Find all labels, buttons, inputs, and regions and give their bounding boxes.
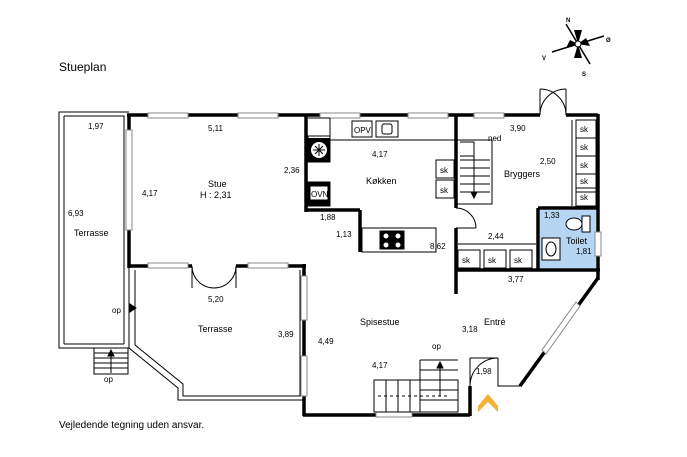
doors (129, 88, 567, 387)
entrance-arrow-icon (478, 394, 498, 412)
measure-4-17-spisestue: 4,17 (372, 361, 388, 370)
room-label-bryggers: Bryggers (504, 169, 541, 179)
measure-3-18: 3,18 (462, 325, 478, 334)
measure-8-62: 8,62 (430, 242, 446, 251)
cabinet-label: sk (580, 177, 589, 186)
cabinet-label: sk (580, 161, 589, 170)
cabinet-label: sk (462, 256, 471, 265)
room-label-terrasse-mid: Terrasse (198, 324, 233, 334)
compass-o-label: Ø (606, 38, 611, 44)
disclaimer-text: Vejledende tegning uden ansvar. (59, 420, 205, 431)
measure-4-17-stue: 4,17 (142, 189, 158, 198)
fixture-label-ovn: OVN (311, 190, 329, 199)
cabinet-label: sk (488, 256, 497, 265)
measure-2-44: 2,44 (488, 232, 504, 241)
windows (125, 112, 602, 418)
measure-1-33: 1,33 (544, 211, 560, 220)
measure-5-20: 5,20 (208, 295, 224, 304)
measure-3-89: 3,89 (278, 330, 294, 339)
cabinet-label: sk (580, 193, 589, 202)
stair-label-ned: ned (488, 134, 501, 143)
room-label-kokken: Køkken (366, 176, 397, 186)
steps-left (93, 347, 129, 375)
measure-1-97: 1,97 (88, 122, 104, 131)
fixture-labels: OPV OVN sk sk sk sk sk sk sk sk sk sk ne… (104, 125, 589, 384)
measure-1-13: 1,13 (336, 230, 352, 239)
wood-stove-icon (308, 138, 330, 162)
room-label-entre: Entré (484, 317, 506, 327)
measure-6-93: 6,93 (68, 209, 84, 218)
room-label-stue-height: H : 2,31 (200, 190, 232, 200)
compass-n-label: N (566, 18, 570, 24)
cabinet-label: sk (440, 166, 449, 175)
room-label-stue: Stue (208, 179, 227, 189)
bryggers-cabinets (435, 119, 597, 269)
measure-2-36: 2,36 (284, 166, 300, 175)
measure-3-77: 3,77 (508, 275, 524, 284)
cabinet-label: sk (580, 125, 589, 134)
measure-4-17-kokken: 4,17 (372, 150, 388, 159)
fixture-label-opv: OPV (354, 126, 372, 135)
terrace-left (58, 111, 129, 349)
room-label-spisestue: Spisestue (360, 317, 400, 327)
walls (127, 113, 600, 417)
cabinet-label: sk (440, 186, 449, 195)
terrace-mid (128, 264, 304, 401)
kitchen-fixtures (307, 117, 456, 253)
stairs-spisestue (373, 359, 459, 413)
measure-5-11: 5,11 (208, 124, 224, 133)
measure-1-88: 1,88 (320, 213, 336, 222)
measure-1-98: 1,98 (476, 367, 492, 376)
plan-title: Stueplan (59, 60, 107, 74)
measurement-labels: 1,97 6,93 5,11 4,17 2,36 1,88 1,13 4,17 … (68, 122, 592, 376)
measure-2-50: 2,50 (540, 157, 556, 166)
cabinet-label: sk (580, 143, 589, 152)
room-labels: Terrasse Stue H : 2,31 Køkken Bryggers T… (74, 169, 588, 334)
measure-1-81: 1,81 (576, 247, 592, 256)
compass-v-label: V (542, 56, 546, 62)
stairs-bryggers (455, 139, 493, 205)
compass-s-label: S (582, 72, 586, 78)
compass-rose-icon: N V Ø S (542, 18, 611, 78)
toilet-fixtures (541, 215, 591, 261)
measure-3-90: 3,90 (510, 124, 526, 133)
measure-4-49: 4,49 (318, 337, 334, 346)
room-label-toilet: Toilet (566, 236, 588, 246)
stair-label-op-steps: op (104, 375, 113, 384)
room-label-terrasse-left: Terrasse (74, 228, 109, 238)
cabinet-label: sk (514, 256, 523, 265)
stair-label-op-terrace: op (112, 306, 121, 315)
stair-label-op-spisestue: op (432, 342, 441, 351)
